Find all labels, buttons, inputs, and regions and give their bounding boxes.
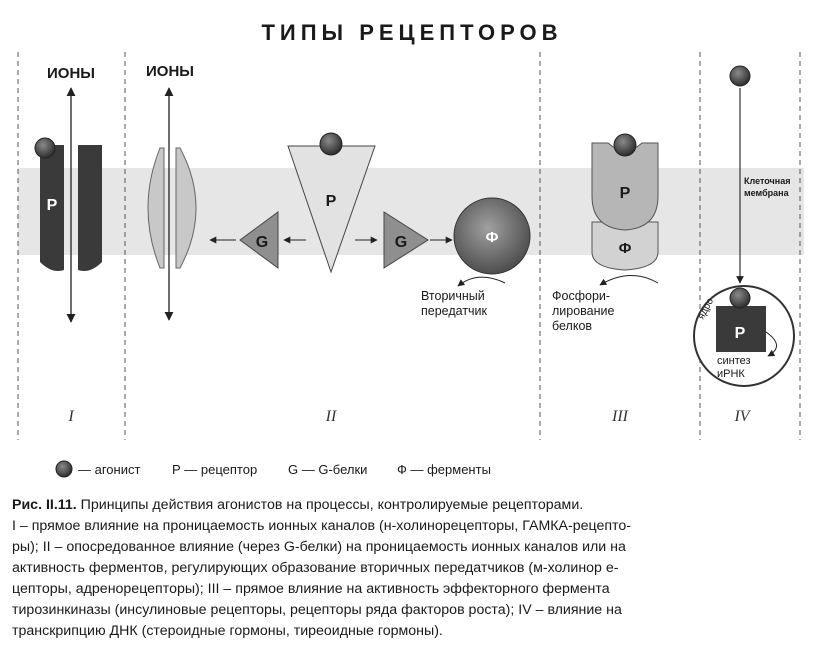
second-messenger-arrow — [457, 276, 506, 287]
section-dividers — [17, 52, 801, 440]
g-letter-right: G — [395, 234, 407, 251]
legend-receptor: Р — рецептор — [172, 462, 257, 477]
agonist-icon-3 — [613, 133, 637, 157]
agonist-icon-4 — [729, 65, 751, 87]
section-label-1: I — [67, 408, 74, 425]
g-protein-coupled-receptor: ИОНЫ G Р G Ф Вторичный передатчик — [146, 63, 531, 321]
caption-lead: Рис. II.11. — [12, 497, 77, 513]
receptor-letter-4: Р — [735, 325, 746, 342]
agonist-icon-2 — [319, 132, 343, 156]
phospho-label-2: лирование — [552, 304, 615, 318]
caption-line-3: активность ферментов, регулирующих образ… — [12, 560, 619, 576]
ion-channel-receptor: Р ИОНЫ — [34, 65, 102, 323]
phospho-label-3: белков — [552, 319, 592, 333]
membrane-label-2: мембрана — [744, 188, 790, 198]
phospho-label-1: Фосфори- — [552, 289, 610, 303]
diagram-title: ТИПЫ РЕЦЕПТОРОВ — [261, 20, 562, 45]
legend: — агонист Р — рецептор G — G-белки Ф — ф… — [55, 460, 491, 478]
receptor-letter-2: Р — [326, 193, 337, 210]
synthesis-label-1: синтез — [717, 355, 751, 367]
nuclear-receptor — [716, 306, 766, 352]
channel-left-half — [40, 145, 64, 271]
section-label-4: IV — [733, 408, 751, 425]
tyrosine-kinase-receptor: Р Ф Фосфори- лирование белков — [552, 133, 659, 333]
caption-line-1: I – прямое влияние на проницаемость ионн… — [12, 518, 631, 534]
ions-label-1: ИОНЫ — [47, 65, 95, 82]
section-label-3: III — [611, 408, 629, 425]
membrane-label-1: Клеточная — [744, 176, 790, 186]
caption-line-5: тирозинкиназы (инсулиновые рецепторы, ре… — [12, 602, 622, 618]
phosphorylation-arrow — [599, 274, 659, 286]
ions-label-2: ИОНЫ — [146, 63, 194, 80]
caption-main: Принципы действия агонистов на процессы,… — [76, 497, 584, 513]
second-messenger-label-1: Вторичный — [421, 289, 485, 303]
enzyme-domain — [591, 221, 659, 271]
caption-line-4: цепторы, адренорецепторы); III – прямое … — [12, 581, 610, 597]
enzyme-letter: Ф — [486, 229, 499, 246]
mrna-synthesis-arrow — [765, 331, 777, 357]
receptor-types-diagram: ТИПЫ РЕЦЕПТОРОВ Р ИОНЫ ИОНЫ G Р G — [17, 20, 804, 478]
caption-line-6: транскрипцию ДНК (стероидные гормоны, ти… — [12, 623, 443, 639]
caption-line-2: ры); II – опосредованное влияние (через … — [12, 539, 626, 555]
agonist-icon — [34, 137, 56, 159]
channel-right-half — [78, 145, 102, 271]
intracellular-receptor: Клеточная мембрана ядро Р синтез иРНК — [693, 65, 795, 387]
enzyme-letter-2: Ф — [619, 240, 632, 257]
section-label-2: II — [325, 408, 337, 425]
legend-g-proteins: G — G-белки — [288, 462, 367, 477]
receptor-letter-3: Р — [620, 185, 631, 202]
agonist-bound — [729, 287, 751, 309]
enzyme-sphere — [453, 197, 531, 275]
legend-agonist: — агонист — [78, 462, 140, 477]
figure-caption: Рис. II.11. Принципы действия агонистов … — [12, 495, 827, 642]
g-letter-left: G — [256, 234, 268, 251]
synthesis-label-2: иРНК — [717, 368, 745, 380]
second-messenger-label-2: передатчик — [421, 304, 488, 318]
receptor-letter: Р — [47, 197, 58, 214]
ion-channel-half-right — [175, 147, 197, 269]
legend-enzymes: Ф — ферменты — [397, 462, 491, 477]
caption-line-0: Рис. II.11. Принципы действия агонистов … — [12, 495, 827, 516]
g-protein-right — [383, 211, 429, 269]
ion-channel-half-left — [147, 147, 165, 269]
g-protein-left — [239, 211, 279, 269]
legend-agonist-icon — [55, 460, 73, 478]
